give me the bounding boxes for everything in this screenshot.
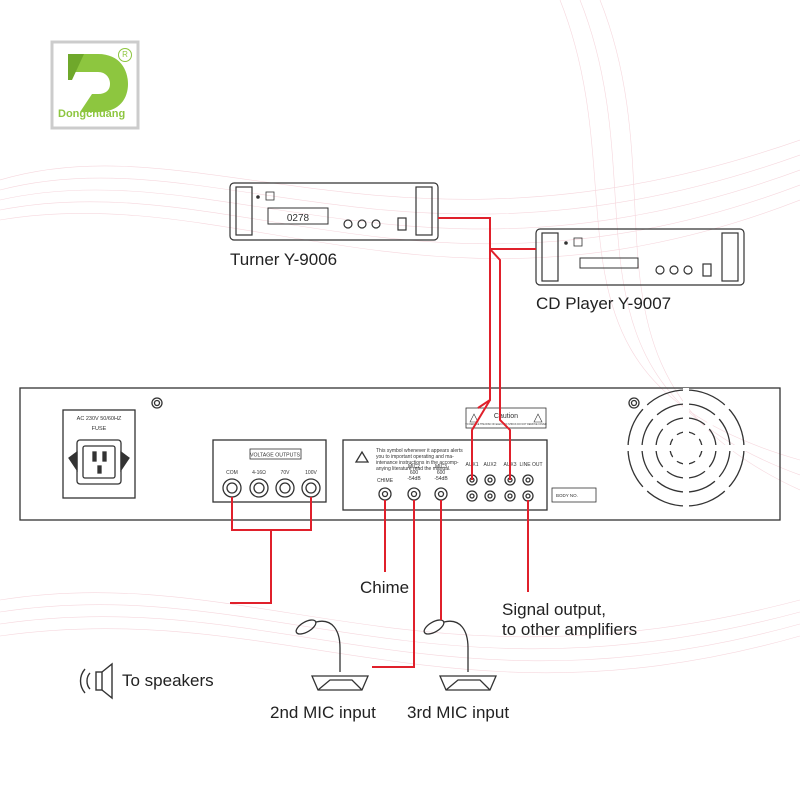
input-mic3-level: -54dB (434, 476, 448, 482)
terminal-4-16: 4-16Ω (252, 470, 266, 476)
input-mic3-impedance: 600 (437, 470, 446, 476)
power-rating: AC 230V 50/60HZ (77, 416, 122, 422)
input-line-out: LINE OUT (519, 462, 542, 468)
speaker-icon (79, 662, 113, 700)
input-chime: CHIME (377, 478, 394, 484)
caution-line: TO REDUCE THE RISK OF ELECTRIC SHOCK DO … (465, 423, 547, 426)
chime-callout: Chime (360, 578, 410, 597)
mic2-input-callout: 2nd MIC input (270, 703, 376, 722)
brand-logo: R Dongchuang (50, 40, 140, 130)
input-mic3-name: MIC3 (435, 464, 447, 470)
wiring-lines (230, 217, 536, 668)
input-mic2-name: MIC2 (408, 464, 420, 470)
signal-output-callout-2: to other amplifiers (502, 620, 638, 639)
logo-mark-icon (50, 40, 140, 130)
input-aux2: AUX2 (483, 462, 496, 468)
logo-text: Dongchuang (58, 108, 126, 120)
fan-grille-icon (626, 388, 746, 508)
input-mic2-level: -54dB (407, 476, 421, 482)
to-speakers-callout: To speakers (122, 671, 214, 690)
tuner-device (229, 182, 439, 241)
warning-line-3: intenance instructions in the accomp- (376, 460, 459, 466)
terminal-70v: 70V (281, 470, 291, 476)
signal-output-callout-1: Signal output, (502, 600, 606, 619)
cd-player-device (535, 228, 745, 286)
body-no-label: BODY NO. (556, 493, 578, 498)
mic-2-icon (295, 619, 369, 691)
terminal-100v: 100V (305, 470, 317, 476)
warning-line-4: anying literature read the manual. (376, 466, 451, 472)
mic3-input-callout: 3rd MIC input (407, 703, 510, 722)
fuse-label: FUSE (92, 426, 107, 432)
terminal-com: COM (226, 470, 238, 476)
input-mic2-impedance: 600 (410, 470, 419, 476)
mic-3-icon (423, 619, 497, 691)
cd-player-label: CD Player Y-9007 (536, 294, 672, 313)
voltage-outputs-title: VOLTAGE OUTPUTS (250, 453, 300, 459)
warning-line-1: This symbol whenever it appears alerts (376, 448, 463, 454)
warning-line-2: you to important operating and ma- (376, 454, 454, 460)
registered-mark: R (118, 48, 132, 62)
tuner-display: 0278 (287, 213, 310, 224)
caution-title: Caution (494, 413, 518, 420)
tuner-label: Turner Y-9006 (230, 250, 338, 269)
